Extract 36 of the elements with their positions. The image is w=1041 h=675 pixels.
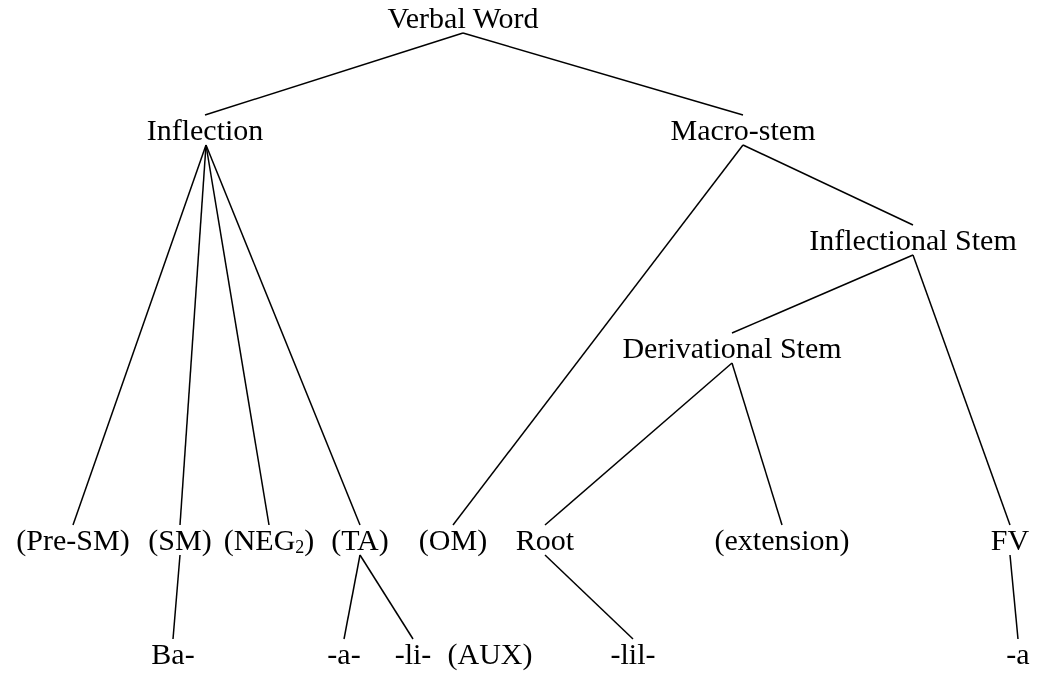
tree-branch [544, 554, 634, 640]
tree-node-label: Verbal Word [387, 2, 539, 34]
tree-branch [742, 144, 914, 226]
tree-branch [72, 144, 207, 526]
tree-node-label: -a [1006, 638, 1030, 670]
tree-node-label: Inflection [146, 114, 264, 146]
tree-node-label: Root [515, 524, 575, 556]
tree-branch [204, 32, 464, 116]
tree-node-label: -a- [327, 638, 361, 670]
tree-branch [912, 254, 1011, 526]
tree-branch [452, 144, 744, 526]
tree-branch [179, 144, 207, 526]
tree-node-label: Derivational Stem [622, 332, 842, 364]
tree-node-label: Inflectional Stem [809, 224, 1017, 256]
tree-branch [205, 144, 270, 526]
tree-node-label: -li- [394, 638, 432, 670]
gloss-label: (AUX) [447, 638, 533, 670]
tree-branch [731, 362, 783, 526]
tree-branch [205, 144, 361, 526]
tree-node-label: Macro-stem [670, 114, 816, 146]
tree-node-label: Ba- [151, 638, 195, 670]
tree-branch [544, 362, 733, 526]
tree-node-label: (SM) [148, 524, 212, 556]
tree-branch [731, 254, 914, 334]
tree-node-label: (Pre-SM) [16, 524, 130, 556]
tree-node-label: FV [990, 524, 1030, 556]
tree-node-label: (OM) [418, 524, 488, 556]
tree-branch [1009, 554, 1019, 640]
tree-node-label: (extension) [714, 524, 850, 556]
tree-node-label: (TA) [331, 524, 389, 556]
tree-branch [359, 554, 414, 640]
tree-branch [343, 554, 361, 640]
tree-node-label: (NEG$_{2}$) [223, 524, 315, 556]
tree-branch [172, 554, 181, 640]
tree-node-label: -lil- [610, 638, 656, 670]
tree-branch [462, 32, 744, 116]
